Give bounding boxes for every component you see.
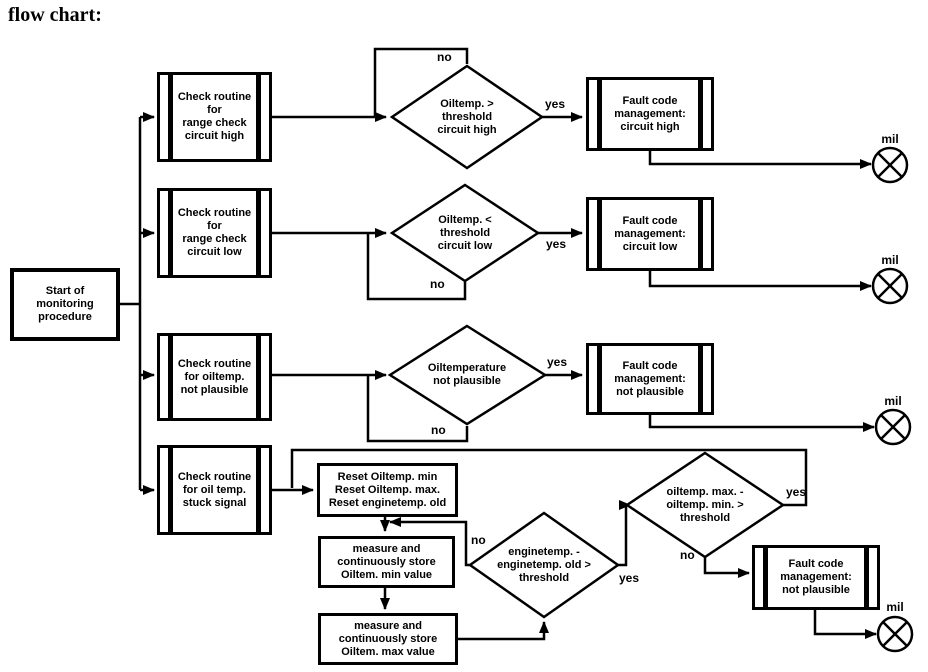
mil-lamp-icon-3 xyxy=(874,408,912,446)
fault-stuck-not-plausible-label: Fault code management: not plausible xyxy=(780,558,852,596)
yes-label-not-plausible: yes xyxy=(547,355,568,369)
fault-stuck-not-plausible-node: Fault code management: not plausible xyxy=(752,545,880,610)
process-bar-icon xyxy=(168,336,173,418)
process-bar-icon xyxy=(256,336,261,418)
fault-circuit-low-node: Fault code management: circuit low xyxy=(586,197,714,271)
page-title: flow chart: xyxy=(8,4,102,26)
check-circuit-low-label: Check routine for range check circuit lo… xyxy=(177,207,252,258)
check-stuck-signal-label: Check routine for oil temp. stuck signal xyxy=(177,470,252,509)
yes-label-oiltemp-delta: yes xyxy=(786,485,807,499)
mil-lamp-icon-1 xyxy=(871,146,909,184)
fault-circuit-high-node: Fault code management: circuit high xyxy=(586,77,714,151)
yes-label-enginetemp: yes xyxy=(619,571,640,585)
process-bar-icon xyxy=(256,191,261,275)
edge-fault4-to-mil4 xyxy=(813,610,877,639)
mil-label-1: mil xyxy=(881,132,899,146)
process-bar-icon xyxy=(168,75,173,159)
decision-enginetemp-label: enginetemp. - enginetemp. old > threshol… xyxy=(497,546,591,584)
edge-fault3-to-mil3 xyxy=(648,415,875,432)
decision-circuit-low-shape xyxy=(389,183,541,283)
process-bar-icon xyxy=(168,191,173,275)
check-not-plausible-label: Check routine for oiltemp. not plausible xyxy=(177,357,252,396)
check-not-plausible-node: Check routine for oiltemp. not plausible xyxy=(157,333,272,421)
check-circuit-high-label: Check routine for range check circuit hi… xyxy=(177,91,252,142)
decision-circuit-high-label: Oiltemp. > threshold circuit high xyxy=(437,98,497,136)
measure-max-label: measure and continuously store Oiltem. m… xyxy=(338,619,438,658)
fault-not-plausible-label: Fault code management: not plausible xyxy=(614,359,686,398)
process-bar-icon xyxy=(597,80,602,148)
process-bar-icon xyxy=(256,448,261,532)
mil-label-2: mil xyxy=(881,253,899,267)
yes-label-circuit-high: yes xyxy=(545,97,566,111)
decision-not-plausible-shape xyxy=(387,324,548,426)
check-stuck-signal-node: Check routine for oil temp. stuck signal xyxy=(157,445,272,535)
process-bar-icon xyxy=(698,200,703,268)
process-bar-icon xyxy=(597,200,602,268)
process-bar-icon xyxy=(168,448,173,532)
start-node: Start of monitoring procedure xyxy=(10,268,120,341)
decision-oiltemp-delta-label: oiltemp. max. - oiltemp. min. > threshol… xyxy=(666,486,744,524)
measure-min-label: measure and continuously store Oiltem. m… xyxy=(337,542,436,581)
fault-circuit-high-label: Fault code management: circuit high xyxy=(614,94,686,133)
reset-values-node: Reset Oiltemp. min Reset Oiltemp. max. R… xyxy=(317,463,458,517)
measure-min-node: measure and continuously store Oiltem. m… xyxy=(318,536,455,588)
measure-max-node: measure and continuously store Oiltem. m… xyxy=(318,613,458,665)
process-bar-icon xyxy=(256,75,261,159)
decision-circuit-high-shape xyxy=(389,64,545,170)
edge-decision4-yes xyxy=(618,500,631,567)
decision-circuit-low-label: Oiltemp. < threshold circuit low xyxy=(437,214,493,252)
yes-label-circuit-low: yes xyxy=(546,237,567,251)
process-bar-icon xyxy=(698,346,703,412)
edge-decision3-no-loop xyxy=(366,375,469,443)
process-bar-icon xyxy=(763,548,768,607)
process-bar-icon xyxy=(597,346,602,412)
check-circuit-low-node: Check routine for range check circuit lo… xyxy=(157,188,272,278)
mil-lamp-icon-4 xyxy=(876,615,914,653)
no-label-oiltemp-delta: no xyxy=(680,548,695,562)
no-label-enginetemp: no xyxy=(471,533,486,547)
edge-fault1-to-mil1 xyxy=(648,151,872,169)
decision-oiltemp-delta-shape xyxy=(624,451,786,559)
mil-label-3: mil xyxy=(884,394,902,408)
decision-enginetemp-shape xyxy=(467,511,621,619)
reset-values-label: Reset Oiltemp. min Reset Oiltemp. max. R… xyxy=(328,470,447,509)
process-bar-icon xyxy=(864,548,869,607)
process-bar-icon xyxy=(698,80,703,148)
check-circuit-high-node: Check routine for range check circuit hi… xyxy=(157,72,272,162)
fault-circuit-low-label: Fault code management: circuit low xyxy=(614,214,686,253)
start-node-label: Start of monitoring procedure xyxy=(36,285,94,323)
mil-lamp-icon-2 xyxy=(871,267,909,305)
edge-decision1-no-loop xyxy=(373,47,469,117)
mil-label-4: mil xyxy=(886,600,904,614)
edge-measure-max-to-decision4 xyxy=(458,621,549,641)
decision-not-plausible-label: Oiltemperature not plausible xyxy=(427,362,507,387)
fault-not-plausible-node: Fault code management: not plausible xyxy=(586,343,714,415)
edge-decision5-yes-loop xyxy=(290,448,808,507)
edge-decision2-no-loop xyxy=(366,233,467,301)
no-label-circuit-high: no xyxy=(437,50,452,64)
edge-fault2-to-mil2 xyxy=(648,271,872,291)
no-label-not-plausible: no xyxy=(431,423,446,437)
no-label-circuit-low: no xyxy=(430,277,445,291)
edge-decision5-no xyxy=(703,557,750,578)
